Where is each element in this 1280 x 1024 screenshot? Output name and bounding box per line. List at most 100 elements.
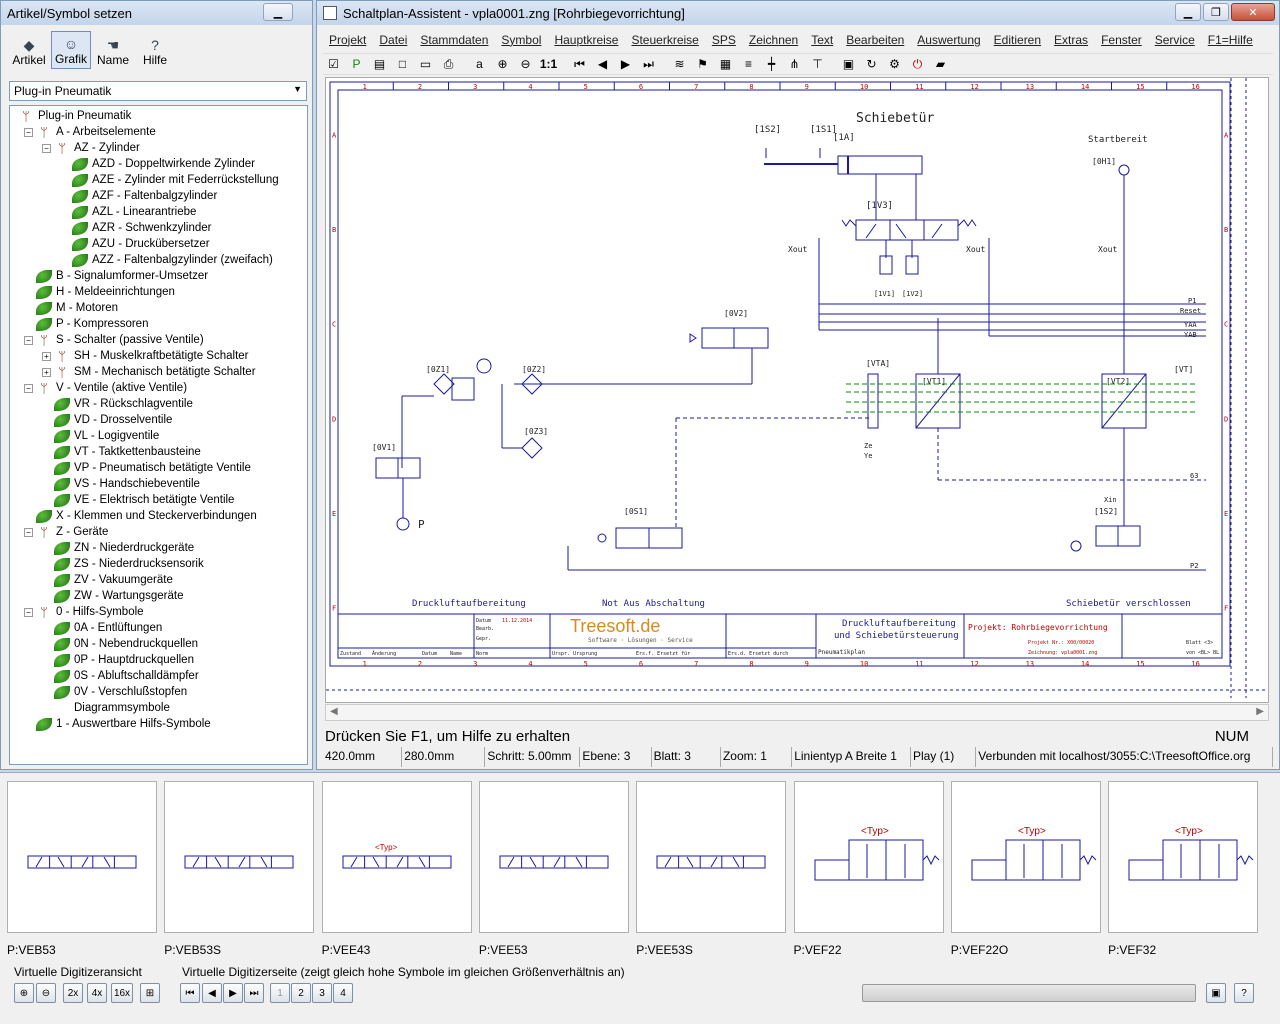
symbol-thumbnail[interactable]: <Typ> [951, 781, 1101, 933]
menu-symbol[interactable]: Symbol [495, 31, 548, 51]
symbol-button[interactable]: ⚑ [692, 55, 713, 73]
symbol-thumbnail[interactable] [164, 781, 314, 933]
symbol-thumbnail[interactable] [7, 781, 157, 933]
chevron-left-icon[interactable]: ◀ [330, 706, 338, 717]
page-button-3[interactable]: 3 [312, 983, 332, 1003]
tree-item[interactable]: −ᛘAZ - Zylinder [54, 140, 140, 156]
connect-button[interactable]: ┿ [761, 55, 782, 73]
tab-grafik[interactable]: ☺Grafik [51, 31, 91, 69]
symbol-thumbnail[interactable]: <Typ> [1108, 781, 1258, 933]
tree-button[interactable]: ⊤ [807, 55, 828, 73]
symbol-tree[interactable]: ᛘPlug-in Pneumatik−ᛘA - Arbeitselemente−… [9, 105, 308, 765]
next-page-button[interactable]: ▶ [223, 983, 243, 1003]
menu-sps[interactable]: SPS [706, 31, 743, 51]
page-button-1[interactable]: 1 [270, 983, 290, 1003]
tree-item[interactable]: Diagrammsymbole [54, 700, 170, 716]
menu-editieren[interactable]: Editieren [988, 31, 1048, 51]
tree-item[interactable]: −ᛘS - Schalter (passive Ventile) [36, 332, 204, 348]
tree-item[interactable]: 0S - Abluftschalldämpfer [54, 668, 199, 684]
menu-projekt[interactable]: Projekt [323, 31, 373, 51]
menu-hauptkreise[interactable]: Hauptkreise [548, 31, 625, 51]
schematic-drawing[interactable]: 1122334455667788991010111112121313141415… [326, 78, 1269, 703]
tree-item[interactable]: M - Motoren [36, 300, 118, 316]
tree-item[interactable]: VE - Elektrisch betätigte Ventile [54, 492, 234, 508]
zoom-4x-button[interactable]: 4x [87, 983, 107, 1003]
expand-icon[interactable]: + [42, 352, 51, 361]
chevron-right-icon[interactable]: ▶ [1256, 706, 1264, 717]
power-button[interactable]: ⏻ [907, 55, 928, 73]
tree-item[interactable]: VL - Logigventile [54, 428, 159, 444]
tree-item[interactable]: 0P - Hauptdruckquellen [54, 652, 194, 668]
print-button[interactable]: ⎙ [438, 55, 459, 73]
menu-extras[interactable]: Extras [1048, 31, 1095, 51]
last-page-button[interactable]: ⏭ [244, 983, 264, 1003]
menu-service[interactable]: Service [1149, 31, 1202, 51]
tree-item[interactable]: AZU - Druckübersetzer [72, 236, 210, 252]
book-button[interactable]: ▰ [930, 55, 951, 73]
hline-button[interactable]: ≡ [738, 55, 759, 73]
first-page-button[interactable]: ⏮ [180, 983, 200, 1003]
collapse-icon[interactable]: − [24, 608, 33, 617]
tree-item[interactable]: H - Meldeeinrichtungen [36, 284, 175, 300]
menu-steuerkreise[interactable]: Steuerkreise [625, 31, 705, 51]
menu-fenster[interactable]: Fenster [1095, 31, 1149, 51]
zoom-out-button[interactable]: ⊖ [36, 983, 56, 1003]
expand-icon[interactable]: + [42, 368, 51, 377]
tree-item[interactable]: ZV - Vakuumgeräte [54, 572, 173, 588]
tree-item[interactable]: −ᛘV - Ventile (aktive Ventile) [36, 380, 187, 396]
symbol-thumbnail[interactable] [479, 781, 629, 933]
library-select[interactable]: Plug-in Pneumatik ▼ [9, 81, 307, 101]
tree-item[interactable]: VR - Rückschlagventile [54, 396, 193, 412]
tree-item[interactable]: AZE - Zylinder mit Federrückstellung [72, 172, 279, 188]
menu-datei[interactable]: Datei [373, 31, 414, 51]
tab-artikel[interactable]: ◆Artikel [9, 31, 49, 69]
tree-item[interactable]: P - Kompressoren [36, 316, 148, 332]
next-button[interactable]: ▶ [615, 55, 636, 73]
tree-item[interactable]: ZW - Wartungsgeräte [54, 588, 184, 604]
new-button[interactable]: □ [392, 55, 413, 73]
tree-item[interactable]: VD - Drosselventile [54, 412, 172, 428]
symbol-thumbnail[interactable] [636, 781, 786, 933]
tree-item[interactable]: −ᛘZ - Geräte [36, 524, 108, 540]
zoom-11-button[interactable]: 1:1 [538, 55, 559, 73]
tree-item[interactable]: AZR - Schwenkzylinder [72, 220, 212, 236]
refresh-button[interactable]: ↻ [861, 55, 882, 73]
tree-item[interactable]: ZN - Niederdruckgeräte [54, 540, 194, 556]
properties-button[interactable]: ▣ [1206, 983, 1226, 1003]
tree-item[interactable]: 1 - Auswertbare Hilfs-Symbole [36, 716, 211, 732]
tree-item[interactable]: AZF - Faltenbalgzylinder [72, 188, 217, 204]
drawing-canvas[interactable]: 1122334455667788991010111112121313141415… [325, 77, 1269, 703]
first-button[interactable]: ⏮ [569, 55, 590, 73]
prev-button[interactable]: ◀ [592, 55, 613, 73]
page-button-2[interactable]: 2 [291, 983, 311, 1003]
tree-item[interactable]: AZZ - Faltenbalgzylinder (zweifach) [72, 252, 273, 268]
nodes-button[interactable]: ⋔ [784, 55, 805, 73]
symbol-thumbnail[interactable]: <Typ> [322, 781, 472, 933]
menu-stammdaten[interactable]: Stammdaten [414, 31, 495, 51]
tree-item[interactable]: 0V - Verschlußstopfen [54, 684, 187, 700]
abc-button[interactable]: a [469, 55, 490, 73]
image-button[interactable]: ▣ [838, 55, 859, 73]
zoom-out-button[interactable]: ⊖ [515, 55, 536, 73]
horizontal-scrollbar[interactable]: ◀ ▶ [325, 704, 1269, 721]
settings-button[interactable]: ⚙ [884, 55, 905, 73]
pn-button[interactable]: P [346, 55, 367, 73]
tree-item[interactable]: −ᛘ0 - Hilfs-Symbole [36, 604, 144, 620]
tree-item[interactable]: −ᛘA - Arbeitselemente [36, 124, 156, 140]
menu-text[interactable]: Text [805, 31, 840, 51]
menu-f1-hilfe[interactable]: F1=Hilfe [1202, 31, 1260, 51]
collapse-icon[interactable]: − [24, 384, 33, 393]
menu-zeichnen[interactable]: Zeichnen [743, 31, 805, 51]
zoom-fit-button[interactable]: ⊞ [140, 983, 160, 1003]
menu-auswertung[interactable]: Auswertung [911, 31, 987, 51]
tree-item[interactable]: B - Signalumformer-Umsetzer [36, 268, 208, 284]
menu-bearbeiten[interactable]: Bearbeiten [840, 31, 911, 51]
zoom-16x-button[interactable]: 16x [111, 983, 133, 1003]
zoom-in-button[interactable]: ⊕ [14, 983, 34, 1003]
tree-item[interactable]: ᛘPlug-in Pneumatik [18, 108, 131, 124]
tab-hilfe[interactable]: ?Hilfe [135, 31, 175, 69]
tree-item[interactable]: VS - Handschiebeventile [54, 476, 200, 492]
maximize-button[interactable]: ❐ [1203, 3, 1229, 21]
collapse-icon[interactable]: − [24, 528, 33, 537]
check-button[interactable]: ☑ [323, 55, 344, 73]
